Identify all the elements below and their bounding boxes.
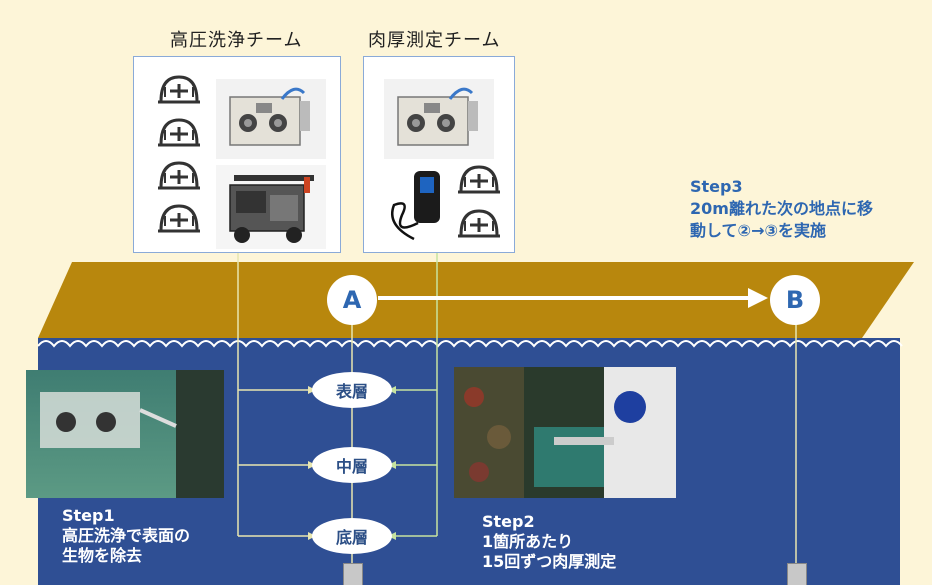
point-b: B [770,275,820,325]
layer-middle: 中層 [312,447,392,483]
helmet-icon [158,204,200,233]
step2-text: Step2 1箇所あたり 15回ずつ肉厚測定 [482,512,617,571]
helmet-icon [158,75,200,104]
underwater-measuring-photo [454,367,676,498]
thickness-gauge-photo [384,165,450,249]
move-arrow-head [748,288,768,308]
helmet-icon [458,165,500,194]
underwater-washing-photo [26,370,224,498]
helmet-icon [458,209,500,238]
rov-photo [384,79,494,159]
layer-surface: 表層 [312,372,392,408]
thickness-team-box [363,56,515,253]
rov-photo [216,79,326,159]
weight-b [787,563,807,585]
weight-a [343,563,363,585]
washing-team-title: 高圧洗浄チーム [170,30,303,51]
arrow-head [388,461,396,469]
arrow-head [388,532,396,540]
washing-team-box [133,56,341,253]
pressure-washer-photo [216,165,326,249]
point-a: A [327,275,377,325]
helmet-icon [158,118,200,147]
arrow-head [388,386,396,394]
helmet-icon [158,161,200,190]
step1-text: Step1 高圧洗浄で表面の 生物を除去 [62,506,191,565]
step3-text: Step3 20m離れた次の地点に移 動して②→③を実施 [690,177,873,240]
wave-line [37,340,903,348]
thickness-team-title: 肉厚測定チーム [368,30,501,51]
layer-bottom: 底層 [312,518,392,554]
